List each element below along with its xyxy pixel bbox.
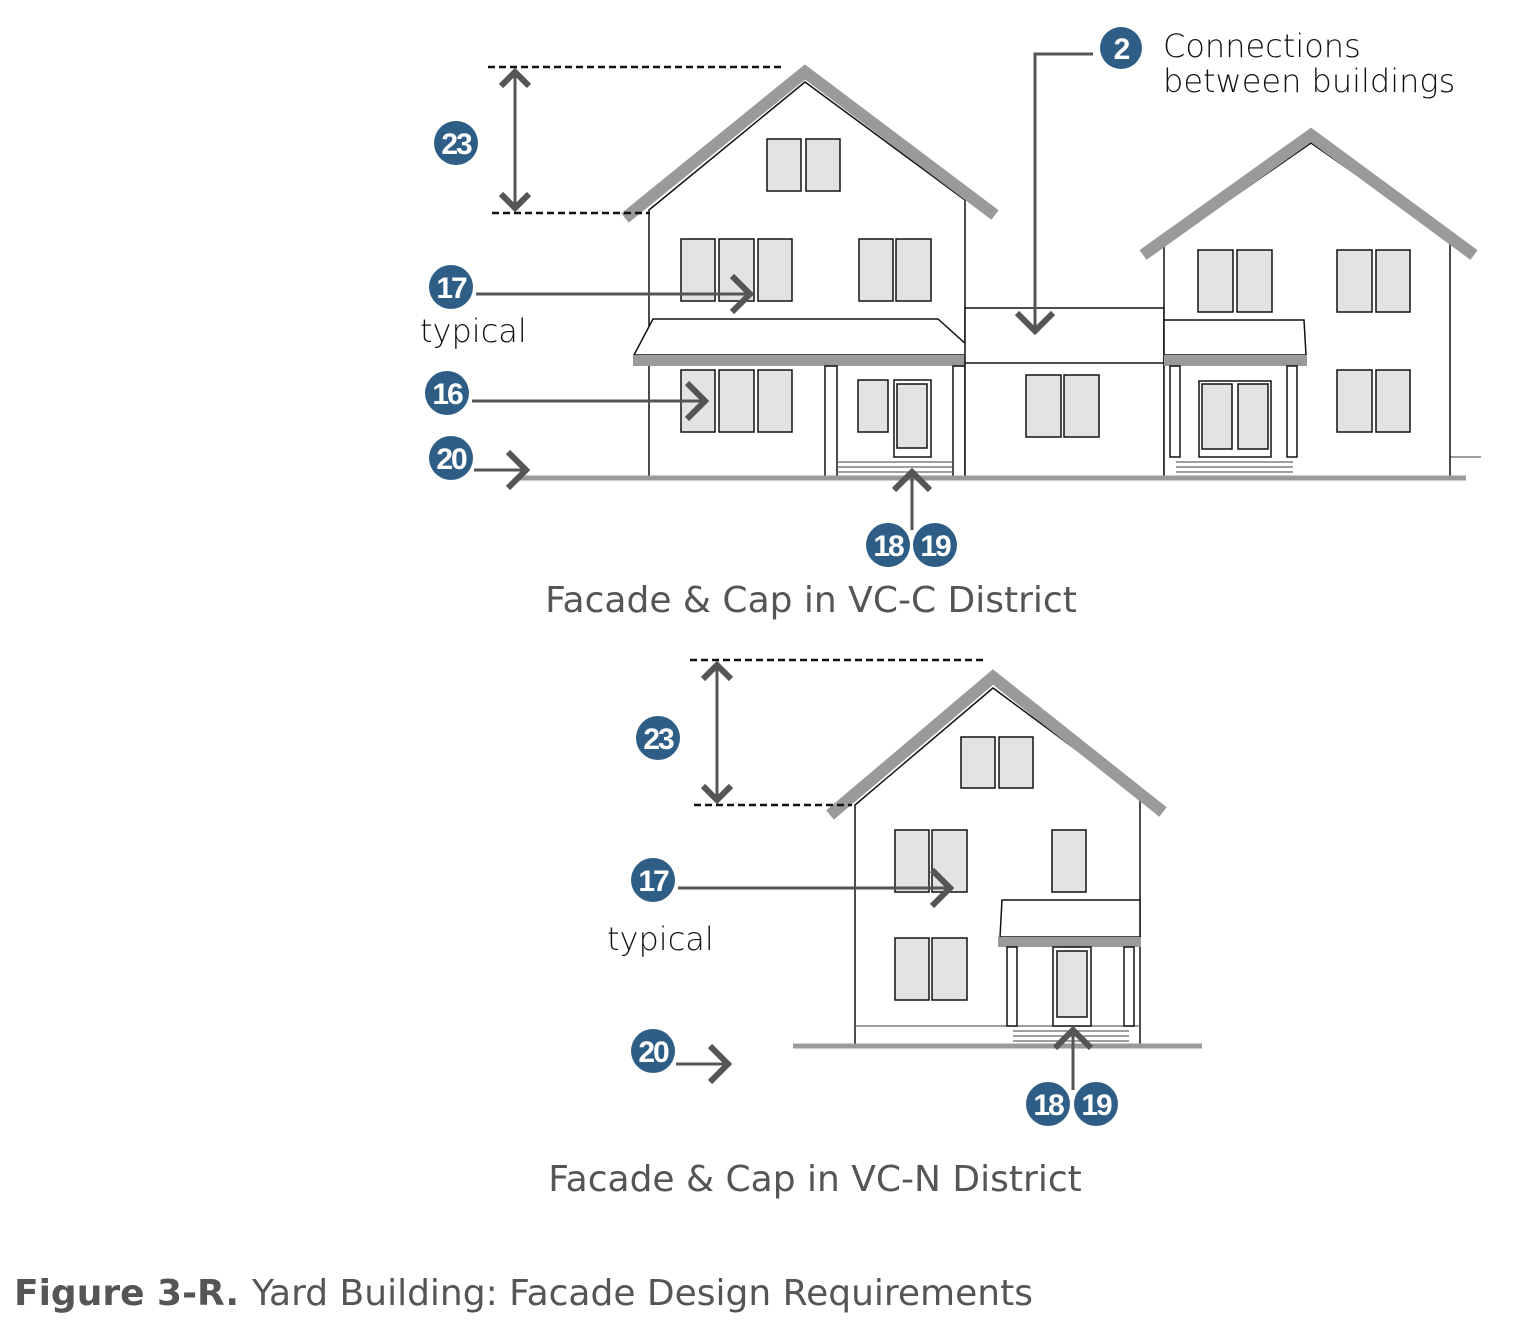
arrow-head <box>929 867 955 909</box>
arrow-head <box>891 467 933 493</box>
badge-19: 19 <box>913 523 957 567</box>
svg-text:18: 18 <box>873 530 904 563</box>
svg-text:17: 17 <box>436 272 467 305</box>
vc-n-caption: Facade & Cap in VC-N District <box>548 1159 1081 1200</box>
badge-18: 18 <box>1026 1082 1070 1126</box>
svg-text:20: 20 <box>436 443 467 476</box>
svg-text:18: 18 <box>1033 1089 1064 1122</box>
svg-text:20: 20 <box>638 1036 669 1069</box>
badge-17: 17 <box>429 265 473 309</box>
arrow-head <box>1052 1025 1094 1051</box>
arrow-head <box>1014 310 1056 336</box>
roof <box>1139 127 1478 260</box>
connection-leader <box>1033 52 1093 331</box>
badge-19: 19 <box>1074 1082 1118 1126</box>
svg-text:16: 16 <box>432 378 463 411</box>
badge-18: 18 <box>866 523 910 567</box>
porch-roof <box>1163 319 1307 356</box>
connections-label-line1: Connections <box>1163 27 1361 65</box>
roof <box>621 64 999 223</box>
svg-text:19: 19 <box>1081 1089 1112 1122</box>
badge-2: 2 <box>1100 27 1142 69</box>
svg-text:23: 23 <box>643 723 674 756</box>
badge-23: 23 <box>636 716 680 760</box>
roof <box>826 669 1167 820</box>
arrow-head <box>707 1043 733 1085</box>
connector-building <box>964 307 1165 478</box>
badge-16: 16 <box>425 371 469 415</box>
steps <box>1176 461 1293 473</box>
house-left <box>621 64 999 478</box>
porch-roof <box>632 318 980 356</box>
figure-number: Figure 3-R. <box>14 1273 239 1314</box>
steps <box>837 461 953 473</box>
house-right <box>1139 127 1478 478</box>
typical-label: typical <box>607 920 714 958</box>
svg-text:17: 17 <box>638 865 669 898</box>
vc-c-elevation: 23 17 typical 16 20 18 19 2 Connections … <box>420 27 1481 621</box>
arrow-head <box>729 273 755 315</box>
arrow-head <box>505 449 531 491</box>
vc-c-caption: Facade & Cap in VC-C District <box>545 580 1077 621</box>
badge-23: 23 <box>434 121 478 165</box>
badge-20: 20 <box>631 1029 675 1073</box>
svg-text:2: 2 <box>1114 33 1130 66</box>
typical-label: typical <box>420 312 527 350</box>
vc-n-elevation: 23 17 typical 20 18 19 Facade & Cap in V… <box>548 658 1202 1200</box>
svg-text:23: 23 <box>441 128 472 161</box>
porch-roof <box>999 899 1141 938</box>
connections-label-line2: between buildings <box>1163 62 1455 100</box>
figure-title: Yard Building: Facade Design Requirement… <box>251 1273 1033 1314</box>
svg-text:19: 19 <box>920 530 951 563</box>
height-arrow <box>498 67 532 213</box>
house-single <box>826 669 1167 1047</box>
height-arrow <box>700 660 734 805</box>
arrow-head <box>684 380 710 422</box>
badge-20: 20 <box>429 436 473 480</box>
badge-17: 17 <box>631 858 675 902</box>
